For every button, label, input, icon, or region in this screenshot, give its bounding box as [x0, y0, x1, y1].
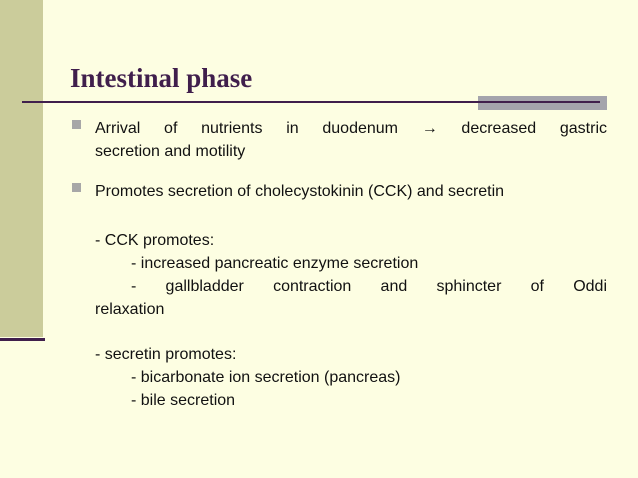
secretin-sub-item-bicarbonate: - bicarbonate ion secretion (pancreas): [95, 366, 607, 389]
title-divider-line: [22, 101, 600, 103]
divider-highlight-bar: [478, 96, 607, 110]
cck-sub-item-enzyme: - increased pancreatic enzyme secretion: [95, 252, 607, 275]
sub-item-text: - bile secretion: [131, 392, 236, 409]
bullet-text-line: Arrival of nutrients in duodenum → decre…: [95, 120, 607, 137]
sub-item-text: - CCK promotes:: [95, 232, 215, 249]
sub-item-text: - gallbladder contraction and sphincter …: [131, 278, 607, 295]
sub-item-text: - bicarbonate ion secretion (pancreas): [131, 369, 401, 386]
sub-item-text: relaxation: [95, 301, 165, 318]
sidebar-accent-bar: [0, 0, 43, 337]
bullet-text-line: Promotes secretion of cholecystokinin (C…: [95, 183, 505, 200]
bullet-item-arrival: Arrival of nutrients in duodenum → decre…: [95, 117, 607, 163]
secretin-sub-item-bile: - bile secretion: [95, 389, 607, 412]
square-bullet-icon: [72, 183, 81, 192]
sidebar-accent-underline: [0, 338, 45, 341]
square-bullet-icon: [72, 120, 81, 129]
cck-promotes-header: - CCK promotes:: [95, 229, 607, 252]
sub-item-text: - secretin promotes:: [95, 346, 237, 363]
bullet-text-line: secretion and motility: [95, 143, 246, 160]
bullet-item-promotes: Promotes secretion of cholecystokinin (C…: [95, 180, 607, 203]
slide-title: Intestinal phase: [70, 63, 253, 94]
sub-item-text: - increased pancreatic enzyme secretion: [131, 255, 419, 272]
cck-sub-item-gallbladder: - gallbladder contraction and sphincter …: [95, 275, 607, 321]
secretin-promotes-header: - secretin promotes:: [95, 343, 607, 366]
